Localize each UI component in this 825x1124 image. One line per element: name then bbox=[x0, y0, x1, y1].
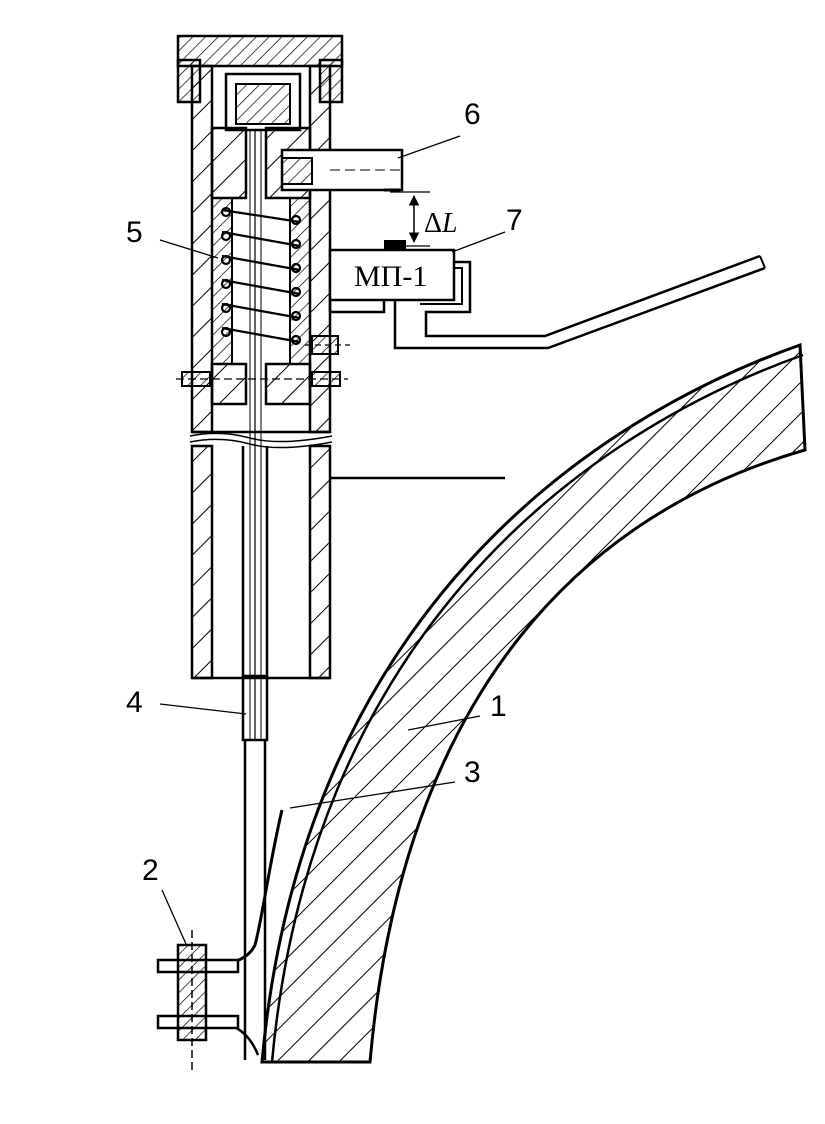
callout-7: 7 bbox=[506, 204, 523, 237]
probe-rod bbox=[241, 100, 269, 1060]
callout-5: 5 bbox=[126, 216, 143, 249]
callout-4: 4 bbox=[126, 686, 143, 719]
delta-variable: L bbox=[441, 208, 458, 239]
spring bbox=[220, 206, 302, 346]
leader-lines bbox=[159, 135, 506, 945]
bolted-bracket bbox=[156, 930, 240, 1072]
delta-symbol: Δ bbox=[424, 208, 442, 239]
upper-housing bbox=[176, 34, 350, 449]
microswitch-label: МП-1 bbox=[354, 260, 427, 293]
callout-6: 6 bbox=[464, 98, 481, 131]
microswitch-mp1 bbox=[328, 240, 766, 350]
lower-housing-tube bbox=[190, 444, 505, 680]
callout-3: 3 bbox=[464, 756, 481, 789]
callout-2: 2 bbox=[142, 854, 159, 887]
delta-l-label: ΔL bbox=[424, 208, 458, 239]
callout-1: 1 bbox=[490, 690, 507, 723]
lever-arm bbox=[280, 148, 404, 192]
curved-wall bbox=[260, 342, 807, 1064]
